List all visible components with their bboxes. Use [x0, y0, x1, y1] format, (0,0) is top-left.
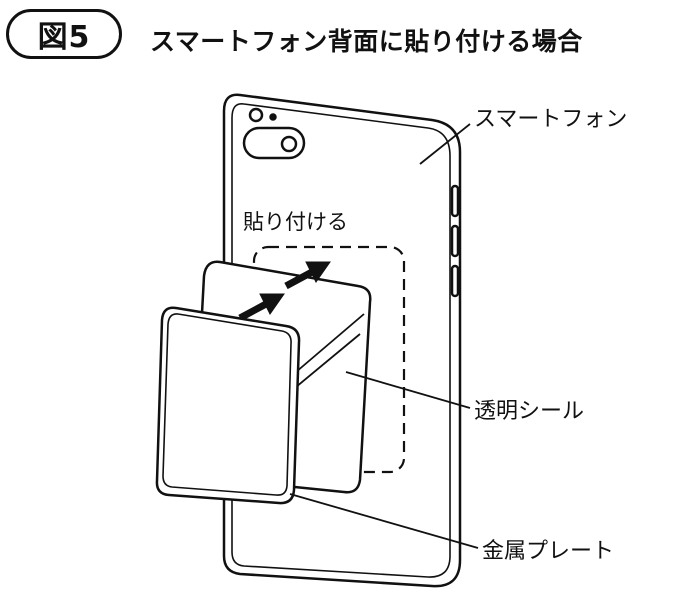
leader-smartphone: [419, 123, 471, 165]
leader-clear-seal: [345, 371, 471, 409]
arrow-upper: [284, 261, 331, 290]
attach-arrows: [238, 261, 331, 322]
label-attach: 貼り付ける: [243, 210, 348, 234]
arrow-lower: [238, 293, 285, 322]
side-button-low: [450, 264, 460, 298]
camera-lens-big: [280, 135, 298, 153]
camera-module: [242, 126, 306, 160]
metal-plate: [155, 306, 301, 505]
smartphone-outline: [222, 93, 462, 588]
leader-lines: [289, 123, 479, 549]
leader-metal-plate: [289, 493, 479, 549]
seal-fold-line-2: [289, 333, 361, 393]
label-clear-seal: 透明シール: [474, 399, 584, 424]
camera-flash-dot: [269, 113, 277, 121]
label-metal-plate: 金属プレート: [482, 539, 614, 564]
side-button-mid: [450, 224, 460, 258]
seal-fold-line: [295, 313, 365, 373]
figure-number-badge: 図5: [6, 9, 122, 59]
smartphone: [222, 93, 462, 588]
label-smartphone: スマートフォン: [474, 107, 627, 132]
side-button-top: [450, 184, 460, 218]
metal-plate-face: [162, 313, 292, 496]
camera-lens-small: [248, 107, 264, 123]
figure-title: スマートフォン背面に貼り付ける場合: [150, 27, 583, 56]
